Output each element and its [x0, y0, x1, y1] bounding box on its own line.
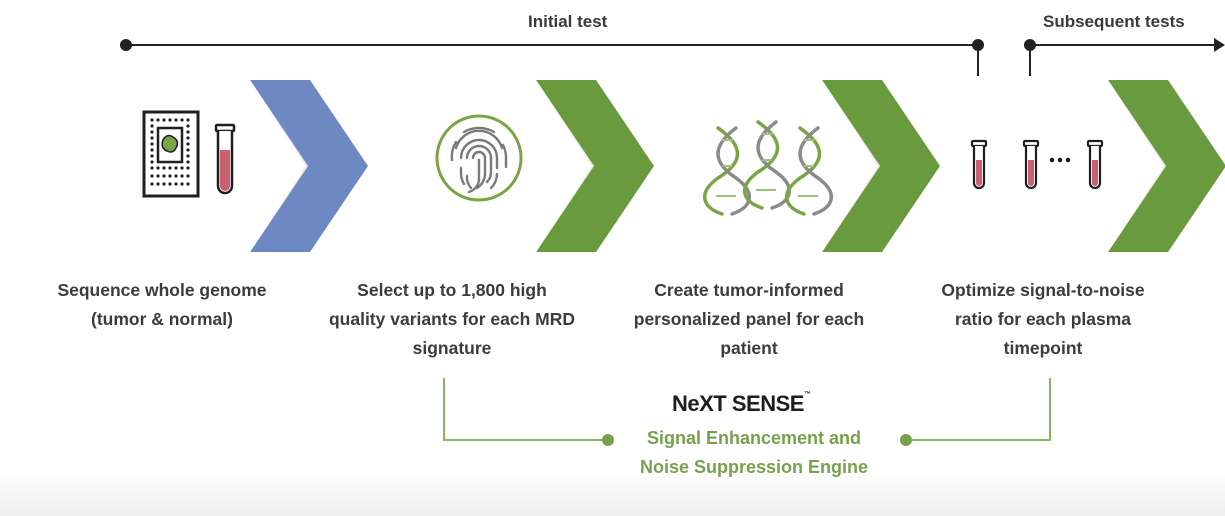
- chevron-accent-1: [250, 80, 368, 252]
- step-1-line-1: Sequence whole genome: [57, 280, 267, 300]
- blood-tube-icon: [214, 123, 236, 195]
- bottom-fade: [0, 470, 1225, 516]
- initial-test-label: Initial test: [528, 12, 608, 31]
- next-sense-logo: NeXT SENSE™: [672, 391, 811, 417]
- step-2-line-3: signature: [412, 338, 492, 358]
- chevron-accent-4: [1108, 80, 1225, 252]
- step-1-caption: Sequence whole genome (tumor & normal): [22, 276, 302, 334]
- step-4-caption: Optimize signal-to-noise ratio for each …: [908, 276, 1178, 363]
- plasma-tubes-icon: [970, 139, 1104, 190]
- engine-bracket-left-dot: [602, 434, 614, 446]
- step-3-line-1: Create tumor-informed: [654, 280, 844, 300]
- step-2-line-2: quality variants for each MRD: [328, 309, 576, 329]
- next-sense-wordmark: NeXT SENSE: [672, 391, 804, 416]
- chevron-accent-2: [536, 80, 654, 252]
- timeline: [120, 38, 1225, 76]
- step-2-caption: Select up to 1,800 high quality variants…: [304, 276, 600, 363]
- timeline-arrow-head: [1214, 38, 1225, 52]
- step-2-line-1: Select up to 1,800 high: [357, 280, 547, 300]
- trademark-mark: ™: [803, 391, 811, 398]
- chevron-accent-3: [822, 80, 940, 252]
- engine-line-1: Signal Enhancement and: [646, 428, 862, 448]
- step-3-line-3: patient: [720, 338, 778, 358]
- dna-strands-icon: [703, 120, 833, 216]
- step-4-line-2: ratio for each plasma: [954, 309, 1132, 329]
- engine-description: Signal Enhancement and Noise Suppression…: [604, 424, 904, 482]
- step-3-caption: Create tumor-informed personalized panel…: [604, 276, 894, 363]
- step-1-line-2: (tumor & normal): [91, 309, 233, 329]
- engine-bracket: [443, 378, 1051, 441]
- step-4-line-1: Optimize signal-to-noise: [941, 280, 1145, 300]
- engine-line-2: Noise Suppression Engine: [639, 457, 869, 477]
- step-3-line-2: personalized panel for each: [633, 309, 865, 329]
- engine-bracket-right-dot: [900, 434, 912, 446]
- subsequent-tests-label: Subsequent tests: [1043, 12, 1185, 31]
- tumor-slide-icon: [142, 110, 200, 198]
- fingerprint-icon: [435, 114, 523, 202]
- timeline-start-dot: [120, 39, 132, 51]
- chevron-accents: [250, 80, 1225, 252]
- step-4-line-3: timepoint: [1003, 338, 1083, 358]
